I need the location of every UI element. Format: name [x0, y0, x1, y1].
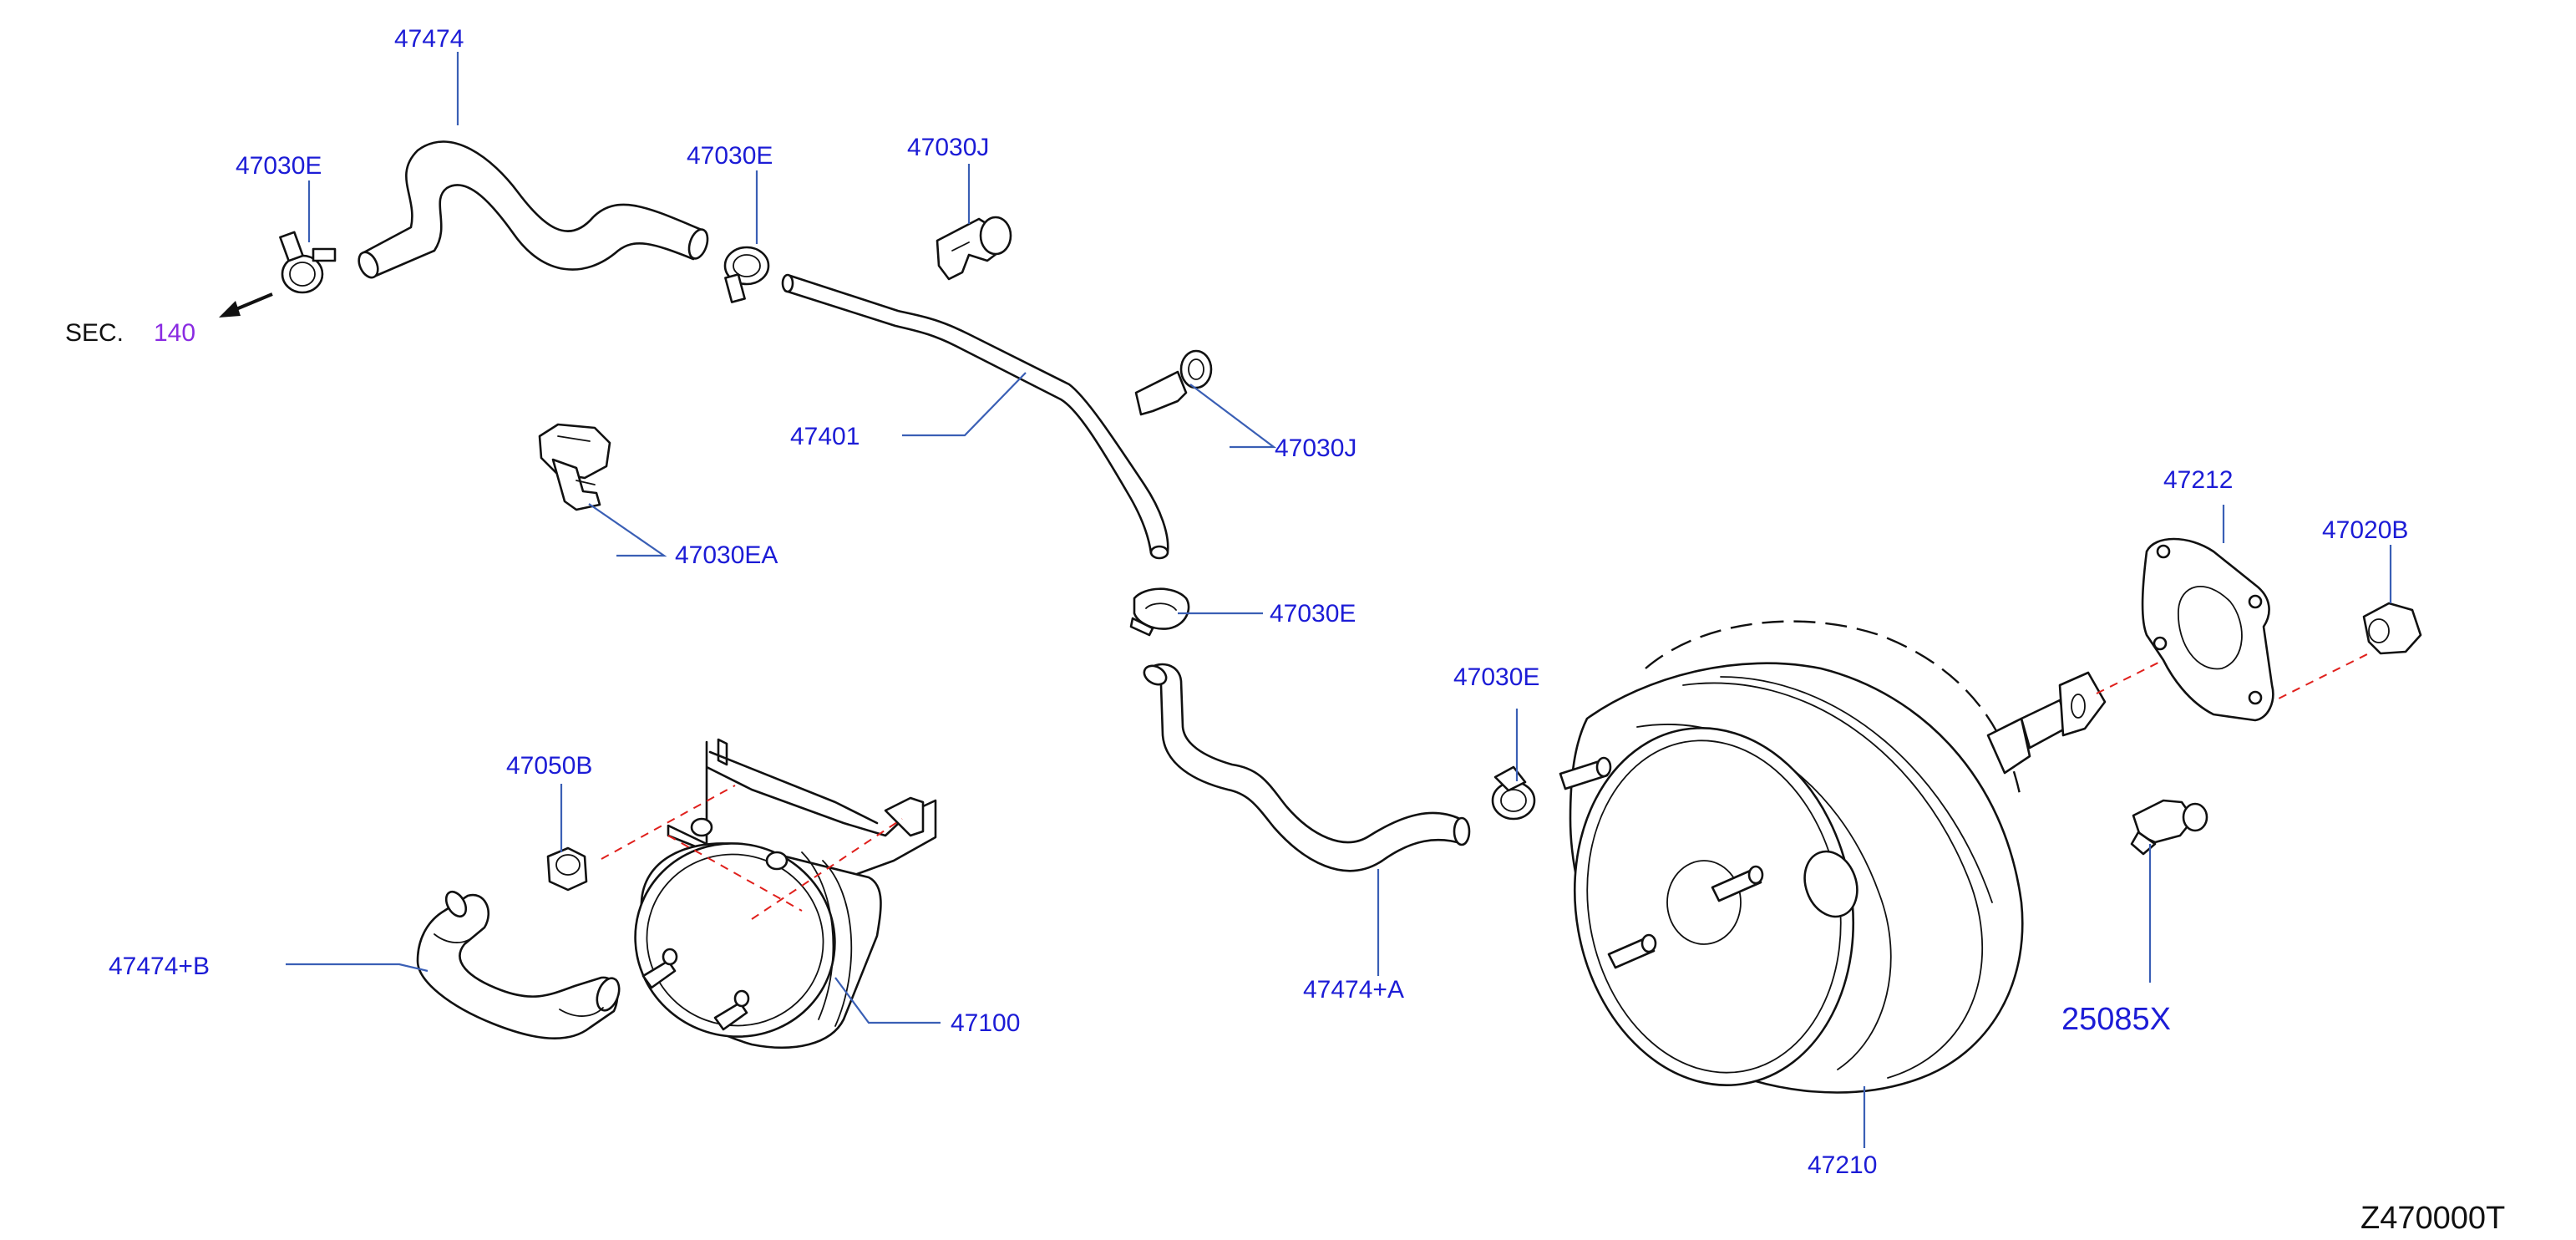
label-47050b[interactable]: 47050B [506, 752, 592, 780]
gasket-47212[interactable] [2141, 537, 2274, 722]
label-47030j-top[interactable]: 47030J [907, 134, 989, 161]
nut-47050b[interactable] [546, 846, 588, 892]
label-47212[interactable]: 47212 [2163, 466, 2233, 494]
tube-47401[interactable] [781, 273, 1169, 560]
label-47030e-top-mid[interactable]: 47030E [687, 142, 773, 170]
label-47210[interactable]: 47210 [1808, 1151, 1877, 1179]
hose-47474-b[interactable] [416, 888, 623, 1040]
label-47030ea[interactable]: 47030EA [675, 541, 778, 569]
clip-47030ea[interactable] [538, 423, 611, 511]
clamp-47030e-top-mid[interactable] [723, 246, 770, 303]
hose-47474-a[interactable] [1141, 662, 1471, 872]
switch-25085x[interactable] [2130, 799, 2208, 856]
clip-47030j-mid[interactable] [1134, 349, 1213, 416]
label-47030e-right[interactable]: 47030E [1453, 663, 1539, 691]
part-labels: 47474 47030E 47030E 47030J 47401 47030J … [109, 25, 2408, 1179]
label-25085x[interactable]: 25085X [2061, 1002, 2171, 1037]
label-47030j-mid[interactable]: 47030J [1275, 435, 1356, 462]
section-number[interactable]: 140 [154, 319, 195, 347]
section-reference[interactable]: SEC. 140 [65, 292, 273, 347]
brake-booster-47210[interactable] [1547, 620, 2373, 1108]
nut-47020b[interactable] [2362, 602, 2422, 655]
hose-47474[interactable] [355, 140, 711, 281]
label-47401[interactable]: 47401 [790, 423, 860, 450]
label-47030e-mid[interactable]: 47030E [1270, 600, 1356, 628]
label-47030e-top-left[interactable]: 47030E [236, 152, 322, 180]
clamp-47030e-mid[interactable] [1129, 587, 1190, 637]
section-prefix: SEC. [65, 319, 124, 347]
label-47474[interactable]: 47474 [394, 25, 464, 53]
label-47100[interactable]: 47100 [951, 1009, 1020, 1037]
clamp-47030e-right[interactable] [1491, 765, 1536, 821]
arrow-left-icon [219, 292, 273, 318]
leader-lines [286, 52, 2392, 1148]
vacuum-tank-47100[interactable] [601, 738, 937, 1065]
label-47020b[interactable]: 47020B [2322, 516, 2408, 544]
clip-47030j-top[interactable] [936, 216, 1012, 281]
clamp-47030e-top-left[interactable] [279, 231, 337, 294]
label-47474-a[interactable]: 47474+A [1303, 976, 1404, 1004]
label-47474-b[interactable]: 47474+B [109, 953, 210, 980]
diagram-code: Z470000T [2360, 1201, 2505, 1236]
